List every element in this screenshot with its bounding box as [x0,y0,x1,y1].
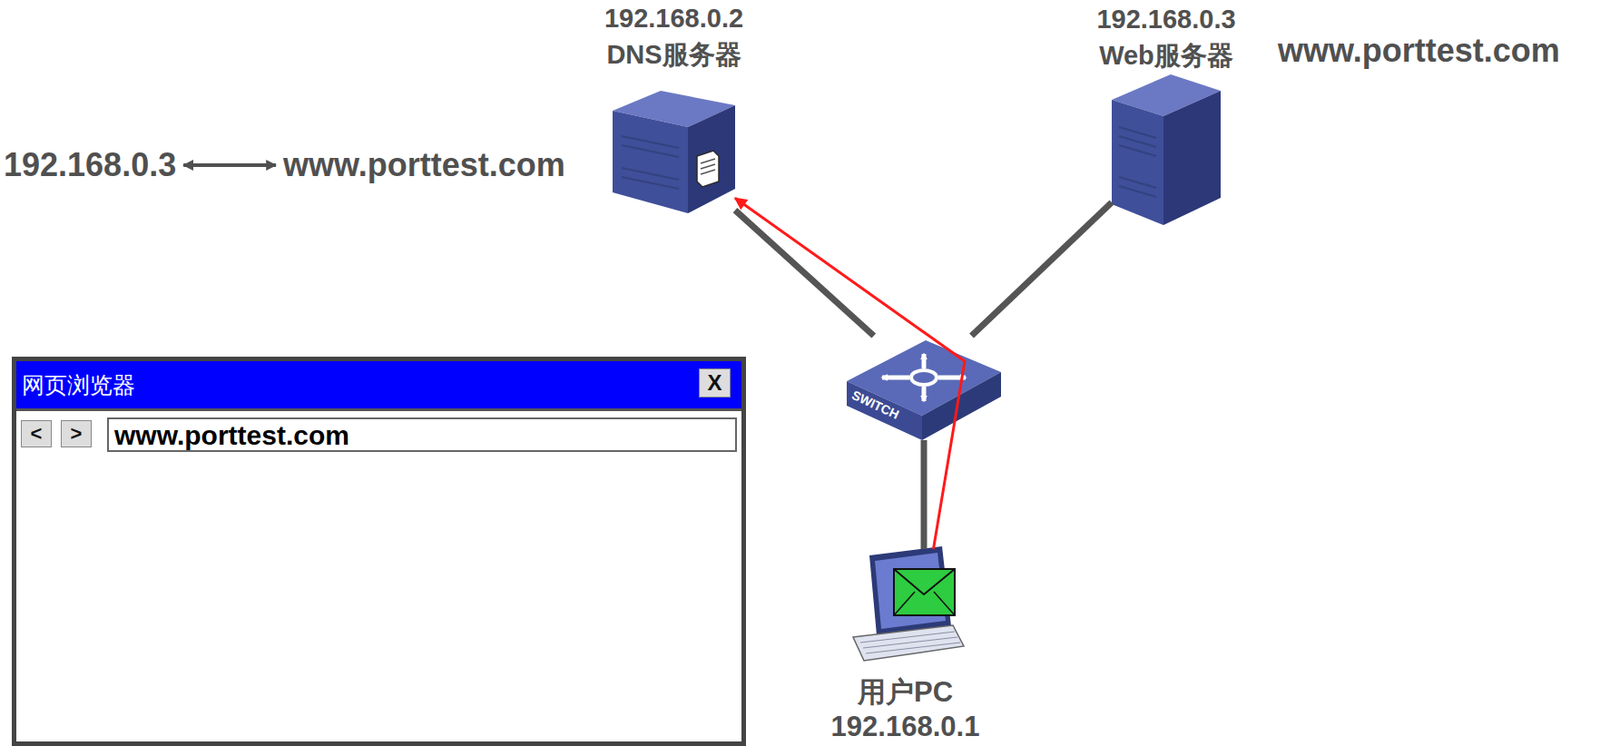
device-caption: DNS服务器 [604,36,744,73]
switch: SWITCH [846,335,1002,441]
laptop-icon [853,546,964,661]
back-button: < [20,420,52,448]
browser-window: X < > www.porttest.com 网页浏览器 [11,356,747,746]
ip-label: 192.168.0.3 [3,145,177,186]
caption-block: 用户PC192.168.0.1 [831,675,981,745]
close-button: X [698,368,731,398]
window-title: 网页浏览器 [16,361,742,409]
web-server: 192.168.0.3Web服务器 [1111,74,1221,226]
request-arrow [735,197,965,550]
button-label: > [70,423,83,444]
mapping-arrow [183,163,276,167]
caption-block: 192.168.0.2DNS服务器 [604,0,744,73]
button-label: X [706,372,722,394]
device-caption: 192.168.0.3 [1096,0,1236,38]
device-caption: Web服务器 [1096,37,1236,74]
domain-label: www.porttest.com [283,145,566,186]
device-caption: 192.168.0.2 [604,0,744,37]
url-text: www.porttest.com [114,420,350,451]
network-link [971,202,1112,336]
domain-label: www.porttest.com [1277,30,1561,71]
title-bar: 网页浏览器 [16,361,742,412]
network-link [735,210,874,336]
device-label: SWITCH [849,387,902,423]
message-envelope [893,569,955,616]
address-field: www.porttest.com [107,417,737,452]
switch-icon [846,340,1002,441]
button-label: < [30,423,43,444]
user-pc: 用户PC192.168.0.1 [853,549,958,663]
device-caption: 192.168.0.1 [831,709,981,745]
caption-block: 192.168.0.3Web服务器 [1096,0,1236,74]
dns-server-icon [612,90,736,214]
network-link [921,440,928,550]
dns-server: 192.168.0.2DNS服务器 [612,95,736,214]
forward-button: > [60,420,92,448]
device-caption: 用户PC [831,675,981,710]
web-server-icon [1111,74,1221,226]
